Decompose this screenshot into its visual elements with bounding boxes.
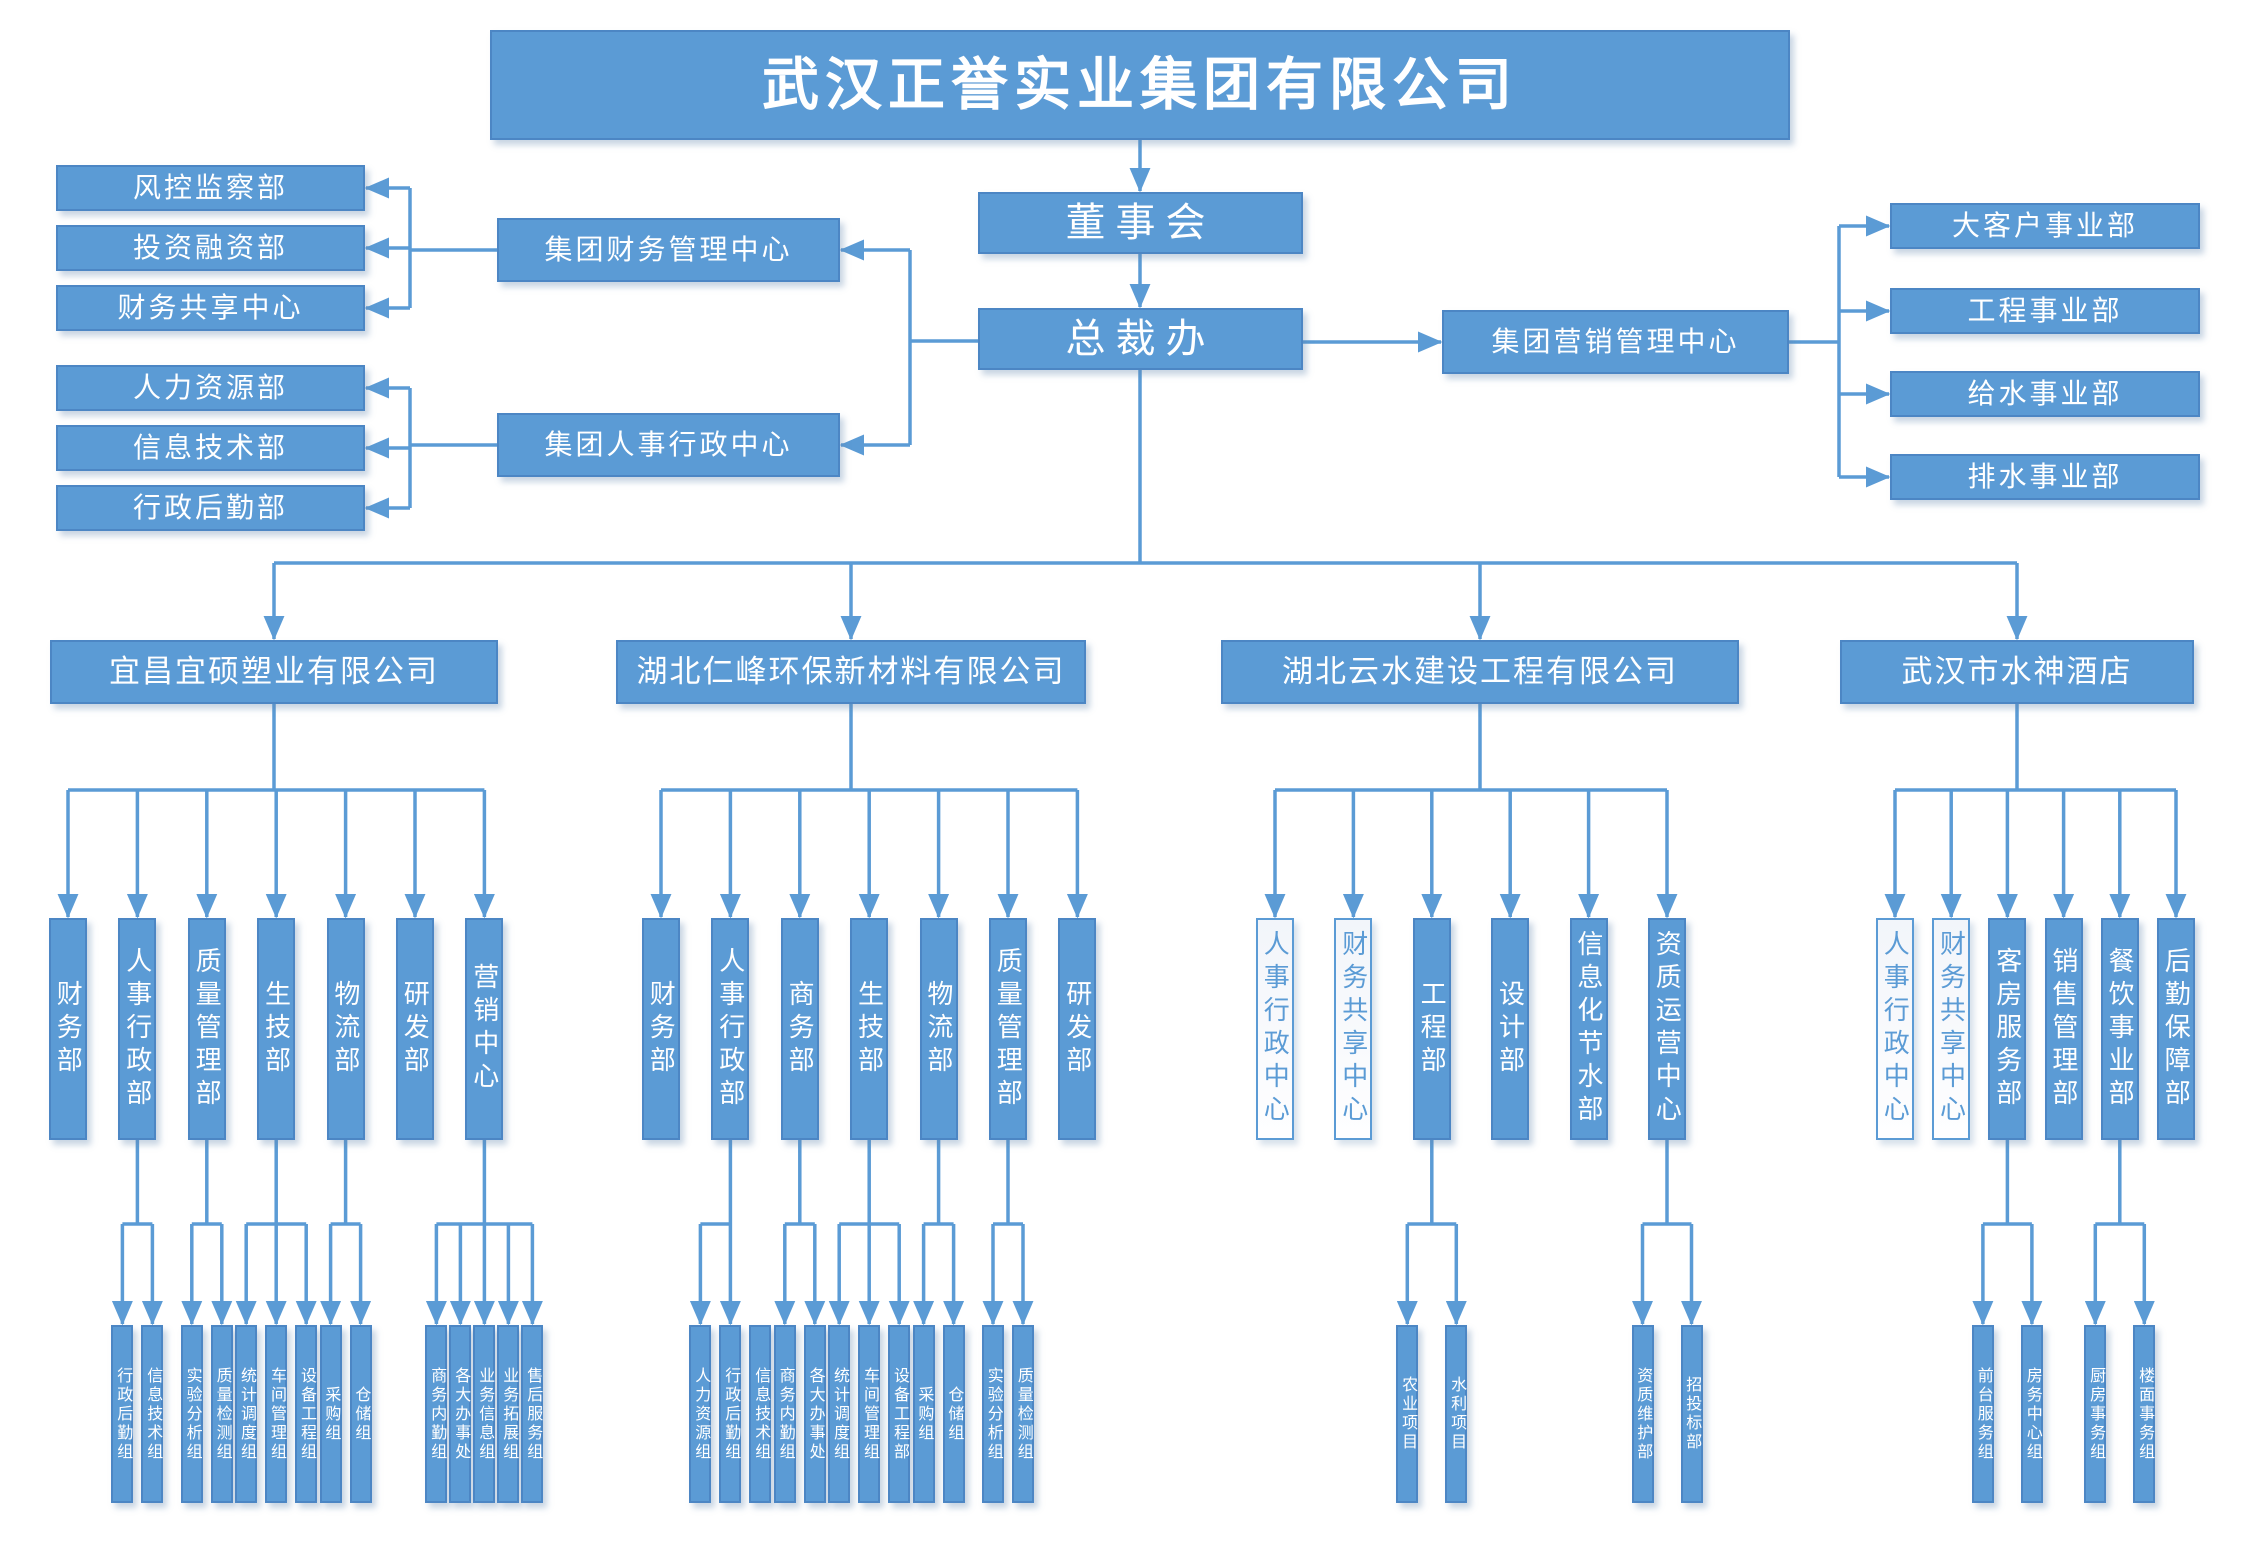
subsidiary-3-header: 湖北云水建设工程有限公司 [1221,640,1739,704]
subsidiary-2-group-box: 仓储组 [942,1325,965,1503]
subsidiary-4-group-box: 前台服务组 [1971,1325,1994,1503]
subsidiary-2-dept-box: 质量管理部 [989,918,1027,1140]
human-resources-dept-box: 人力资源部 [56,365,365,411]
title-box: 武汉正誉实业集团有限公司 [490,30,1790,140]
subsidiary-1-group-box: 售后服务组 [521,1325,544,1503]
subsidiary-1-dept-box: 生技部 [257,918,296,1140]
group-finance-center-box: 集团财务管理中心 [497,218,840,282]
subsidiary-4-dept-box: 客房服务部 [1988,918,2027,1140]
subsidiary-1-group-box: 车间管理组 [265,1325,288,1503]
subsidiary-1-group-box: 质量检测组 [210,1325,233,1503]
group-hr-admin-center-box: 集团人事行政中心 [497,413,840,477]
subsidiary-1-group-box: 商务内勤组 [425,1325,448,1503]
subsidiary-4-dept-box: 后勤保障部 [2157,918,2195,1140]
subsidiary-1-group-box: 实验分析组 [180,1325,203,1503]
subsidiary-2-group-box: 商务内勤组 [773,1325,796,1503]
subsidiary-1-dept-box: 物流部 [326,918,365,1140]
key-accounts-division-box: 大客户事业部 [1890,203,2200,249]
subsidiary-1-group-box: 设备工程组 [295,1325,318,1503]
subsidiary-1-group-box: 采购组 [319,1325,342,1503]
subsidiary-3-group-box: 招投标部 [1680,1325,1703,1503]
subsidiary-2-group-box: 采购组 [912,1325,935,1503]
subsidiary-1-group-box: 统计调度组 [235,1325,258,1503]
subsidiary-2-group-box: 各大办事处 [803,1325,826,1503]
group-marketing-center-box: 集团营销管理中心 [1442,310,1789,374]
subsidiary-1-group-box: 业务拓展组 [497,1325,520,1503]
subsidiary-3-dept-box: 财务共享中心 [1334,918,1373,1140]
subsidiary-1-group-box: 各大办事处 [449,1325,472,1503]
subsidiary-3-dept-box: 资质运营中心 [1648,918,1686,1140]
subsidiary-1-dept-box: 质量管理部 [187,918,226,1140]
subsidiary-3-dept-box: 信息化节水部 [1569,918,1608,1140]
subsidiary-4-dept-box: 销售管理部 [2044,918,2083,1140]
subsidiary-2-group-box: 行政后勤组 [719,1325,742,1503]
subsidiary-1-group-box: 业务信息组 [473,1325,496,1503]
subsidiary-1-header: 宜昌宜硕塑业有限公司 [50,640,498,704]
subsidiary-2-group-box: 车间管理组 [858,1325,881,1503]
subsidiary-2-dept-box: 商务部 [780,918,819,1140]
board-box: 董事会 [978,192,1303,254]
subsidiary-3-group-box: 农业项目 [1396,1325,1419,1503]
subsidiary-2-dept-box: 生技部 [850,918,889,1140]
risk-control-supervision-dept-box: 风控监察部 [56,165,365,211]
investment-financing-dept-box: 投资融资部 [56,225,365,271]
subsidiary-2-group-box: 人力资源组 [689,1325,712,1503]
subsidiary-3-dept-box: 人事行政中心 [1256,918,1294,1140]
subsidiary-1-group-box: 行政后勤组 [111,1325,134,1503]
admin-logistics-dept-box: 行政后勤部 [56,485,365,531]
engineering-division-box: 工程事业部 [1890,288,2200,334]
water-supply-division-box: 给水事业部 [1890,371,2200,417]
subsidiary-1-group-box: 信息技术组 [141,1325,164,1503]
subsidiary-2-header: 湖北仁峰环保新材料有限公司 [616,640,1086,704]
subsidiary-2-dept-box: 研发部 [1058,918,1097,1140]
subsidiary-4-dept-box: 人事行政中心 [1876,918,1914,1140]
subsidiary-4-group-box: 厨房事务组 [2084,1325,2107,1503]
subsidiary-3-dept-box: 设计部 [1491,918,1530,1140]
subsidiary-2-group-box: 实验分析组 [982,1325,1004,1503]
subsidiary-1-group-box: 仓储组 [349,1325,372,1503]
subsidiary-1-dept-box: 研发部 [396,918,434,1140]
president-office-box: 总裁办 [978,308,1303,370]
subsidiary-4-dept-box: 财务共享中心 [1932,918,1971,1140]
subsidiary-2-group-box: 信息技术组 [749,1325,772,1503]
information-technology-dept-box: 信息技术部 [56,425,365,471]
subsidiary-2-dept-box: 物流部 [919,918,958,1140]
subsidiary-4-dept-box: 餐饮事业部 [2100,918,2139,1140]
subsidiary-2-group-box: 质量检测组 [1012,1325,1034,1503]
drainage-division-box: 排水事业部 [1890,454,2200,500]
subsidiary-4-group-box: 房务中心组 [2020,1325,2043,1503]
financial-shared-center-box: 财务共享中心 [56,285,365,331]
subsidiary-3-dept-box: 工程部 [1412,918,1451,1140]
subsidiary-1-dept-box: 人事行政部 [118,918,157,1140]
subsidiary-3-group-box: 水利项目 [1445,1325,1468,1503]
subsidiary-2-dept-box: 人事行政部 [711,918,750,1140]
subsidiary-2-dept-box: 财务部 [642,918,680,1140]
subsidiary-3-group-box: 资质维护部 [1631,1325,1654,1503]
subsidiary-4-header: 武汉市水神酒店 [1840,640,2194,704]
subsidiary-2-group-box: 统计调度组 [828,1325,851,1503]
subsidiary-4-group-box: 楼面事务组 [2133,1325,2156,1503]
subsidiary-1-dept-box: 财务部 [49,918,87,1140]
subsidiary-1-dept-box: 营销中心 [465,918,504,1140]
subsidiary-2-group-box: 设备工程部 [888,1325,911,1503]
